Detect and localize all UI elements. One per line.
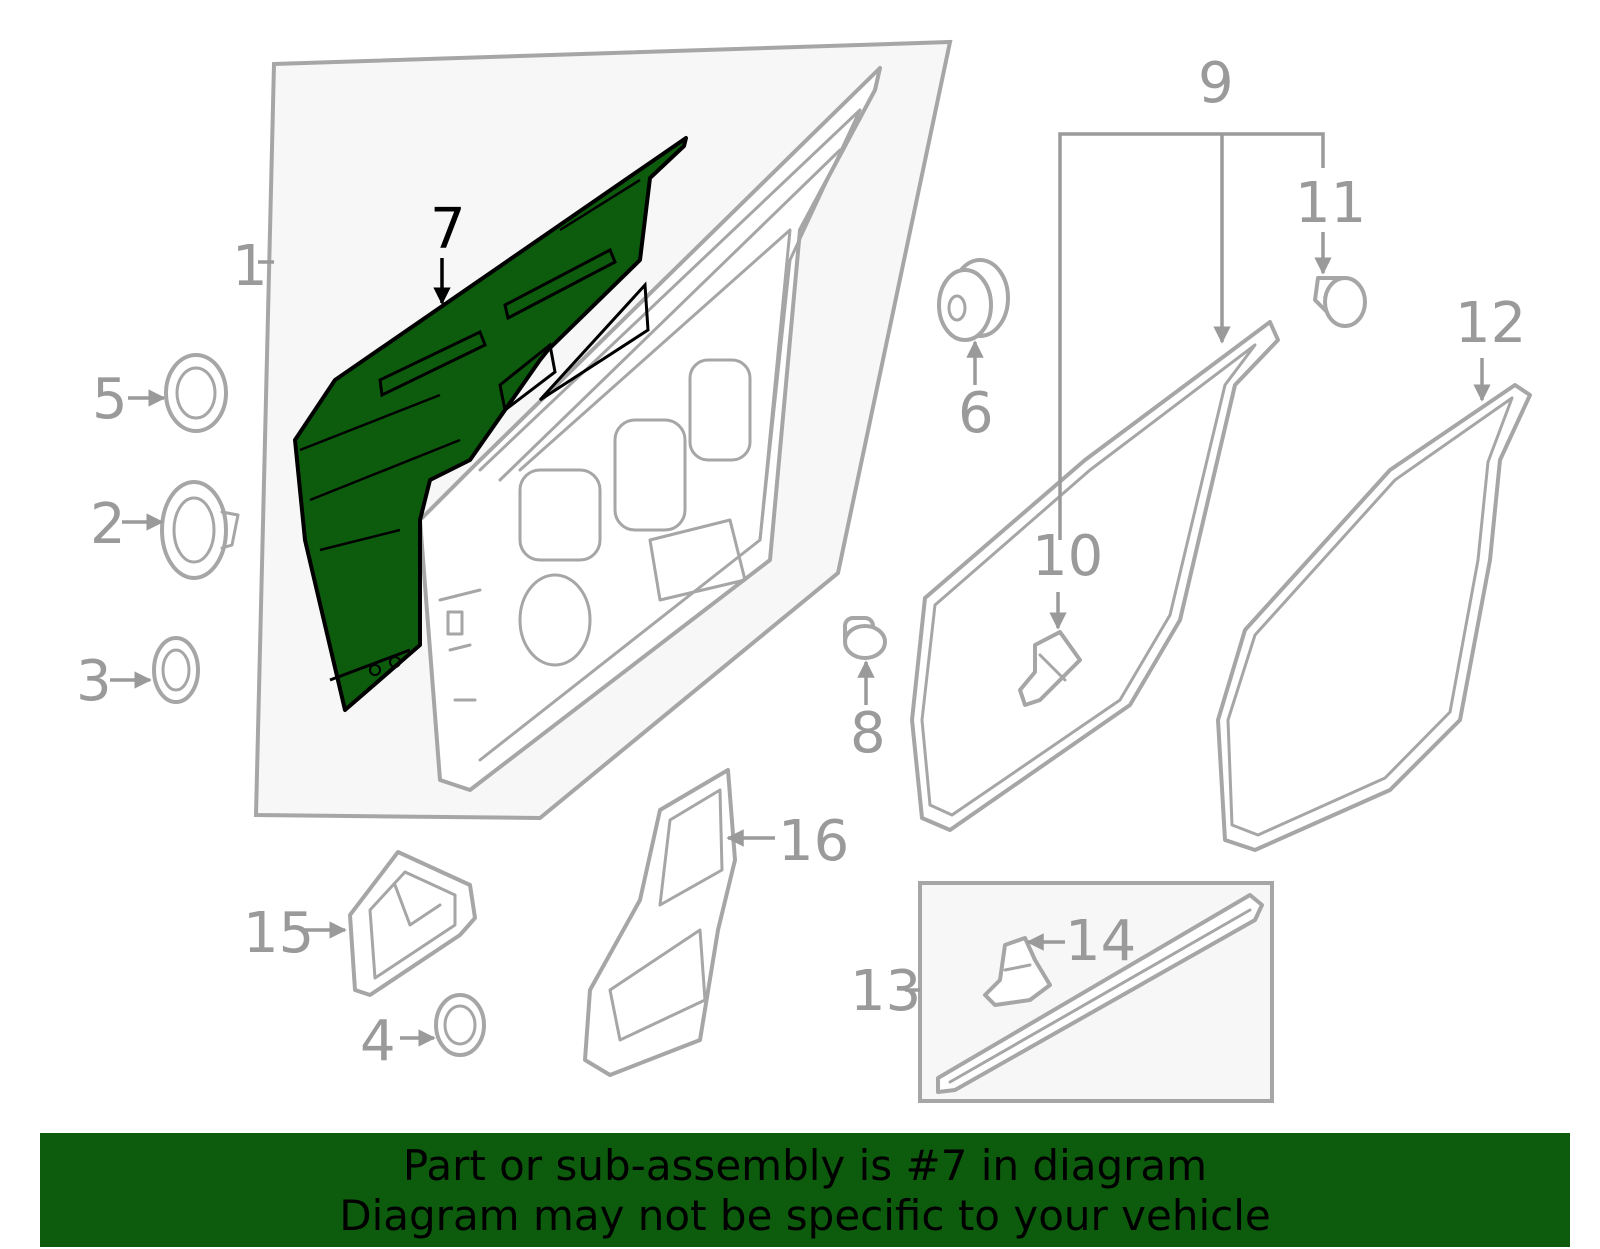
clip-part-11 [1313, 276, 1367, 328]
callout-13: 13 [850, 959, 921, 1024]
callout-3: 3 [76, 649, 112, 714]
moulding-part-13 [936, 893, 1264, 1094]
info-banner: Part or sub-assembly is #7 in diagram Di… [40, 1133, 1570, 1247]
callout-10: 10 [1032, 524, 1103, 589]
callout-1: 1 [232, 234, 268, 299]
plug-part-2 [160, 480, 240, 580]
callout-16: 16 [778, 809, 849, 874]
bracket-part-16 [583, 768, 737, 1077]
banner-line-1: Part or sub-assembly is #7 in diagram [402, 1141, 1208, 1190]
callout-11: 11 [1295, 171, 1366, 236]
banner-line-2: Diagram may not be specific to your vehi… [339, 1191, 1271, 1240]
door-shell-part [418, 66, 882, 792]
bracket-part-15 [348, 850, 477, 997]
clip-part-10 [1018, 630, 1082, 707]
bumper-part-6 [937, 258, 1010, 342]
grommet-part-4 [434, 993, 486, 1057]
grommet-part-5 [164, 353, 228, 433]
callout-8: 8 [850, 701, 886, 766]
callout-14: 14 [1065, 909, 1136, 974]
callout-2: 2 [90, 492, 126, 557]
outer-door-panel-part-7 [293, 136, 688, 712]
callout-12: 12 [1455, 291, 1526, 356]
callout-4: 4 [360, 1009, 396, 1074]
callout-7: 7 [430, 197, 466, 262]
callout-6: 6 [958, 381, 994, 446]
callout-9: 9 [1198, 51, 1234, 116]
callout-5: 5 [92, 367, 128, 432]
plug-part-8 [843, 616, 887, 660]
callout-15: 15 [243, 901, 314, 966]
weatherstrip-part-9 [910, 320, 1280, 832]
weatherstrip-part-12 [1216, 383, 1532, 852]
leader-9 [1058, 132, 1325, 540]
grommet-part-3 [152, 636, 200, 704]
